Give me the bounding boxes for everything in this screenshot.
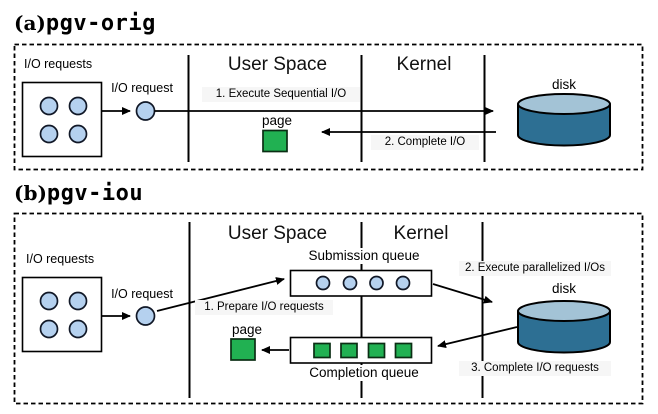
submission-queue-box — [289, 269, 433, 297]
completed-page-square — [367, 342, 386, 359]
panel-a-user-space-heading: User Space — [227, 54, 328, 75]
page-square — [230, 338, 256, 361]
complete-io-requests-arrow — [437, 326, 518, 349]
completion-queue-label: Completion queue — [296, 365, 432, 381]
io-request-dot — [39, 124, 59, 144]
disk-cylinder-body — [517, 104, 611, 147]
panel-b-title-code: pgv-iou — [46, 181, 144, 206]
disk-icon — [517, 300, 611, 354]
io-request-dot — [68, 96, 88, 116]
panel-b-step2-label: 2. Execute parallelized I/Os — [459, 261, 611, 277]
io-request-dot — [68, 291, 88, 311]
disk-icon — [517, 93, 611, 147]
panel-a-title-prefix: (a) — [14, 11, 46, 35]
panel-b-io-request-label: I/O request — [111, 287, 173, 301]
disk-cylinder-body — [517, 311, 611, 354]
panel-a-step2-label: 2. Complete I/O — [371, 135, 479, 151]
submission-queue-label: Submission queue — [296, 248, 432, 264]
io-request-dot — [39, 291, 59, 311]
panel-b-step3-label: 3. Complete I/O requests — [459, 361, 611, 377]
io-request-dot — [39, 319, 59, 339]
panel-b-step1-label: 1. Prepare I/O requests — [195, 300, 333, 316]
single-io-request-dot — [135, 306, 156, 326]
execute-parallel-io-arrow — [432, 283, 493, 304]
panel-b-io-requests-label: I/O requests — [26, 252, 95, 266]
panel-a-title: (a)pgv-orig — [14, 11, 156, 36]
panel-b-title-prefix: (b) — [14, 181, 47, 205]
single-io-request-dot — [135, 101, 156, 121]
queued-io-dot — [342, 275, 358, 291]
completed-page-square — [340, 342, 358, 359]
panel-b-dashed-border — [13, 212, 644, 405]
queued-io-dot — [315, 275, 331, 291]
panel-a-shapes — [13, 43, 644, 171]
panel-a-title-code: pgv-orig — [45, 11, 156, 36]
panel-a-step1-label: 1. Execute Sequential I/O — [202, 87, 360, 103]
panel-a-disk-label: disk — [551, 77, 576, 92]
disk-cylinder-top — [517, 300, 611, 322]
panel-b-title: (b)pgv-iou — [14, 181, 143, 206]
io-request-dot — [68, 319, 88, 339]
panel-a-dashed-border — [13, 43, 644, 171]
queued-io-dot — [369, 275, 384, 291]
panel-b-kernel-heading: Kernel — [393, 223, 449, 244]
panel-a-io-request-label: I/O request — [111, 81, 173, 95]
io-requests-box — [21, 81, 103, 158]
panel-a-io-requests-label: I/O requests — [24, 57, 93, 71]
io-request-dot — [68, 124, 88, 144]
panel-b-user-space-heading: User Space — [227, 223, 328, 244]
io-requests-box — [21, 276, 103, 353]
page-square — [262, 129, 288, 153]
panel-b-disk-label: disk — [551, 281, 576, 296]
completed-page-square — [313, 342, 331, 359]
prepare-io-requests-arrow — [156, 277, 285, 312]
io-request-dot — [39, 96, 59, 116]
disk-cylinder-top — [517, 93, 611, 115]
queued-io-dot — [395, 275, 411, 291]
panel-a-kernel-heading: Kernel — [396, 54, 452, 75]
panel-a-page-label: page — [254, 113, 300, 129]
panel-b-page-label: page — [224, 322, 270, 338]
panel-b-shapes — [13, 212, 644, 405]
completed-page-square — [394, 342, 413, 359]
